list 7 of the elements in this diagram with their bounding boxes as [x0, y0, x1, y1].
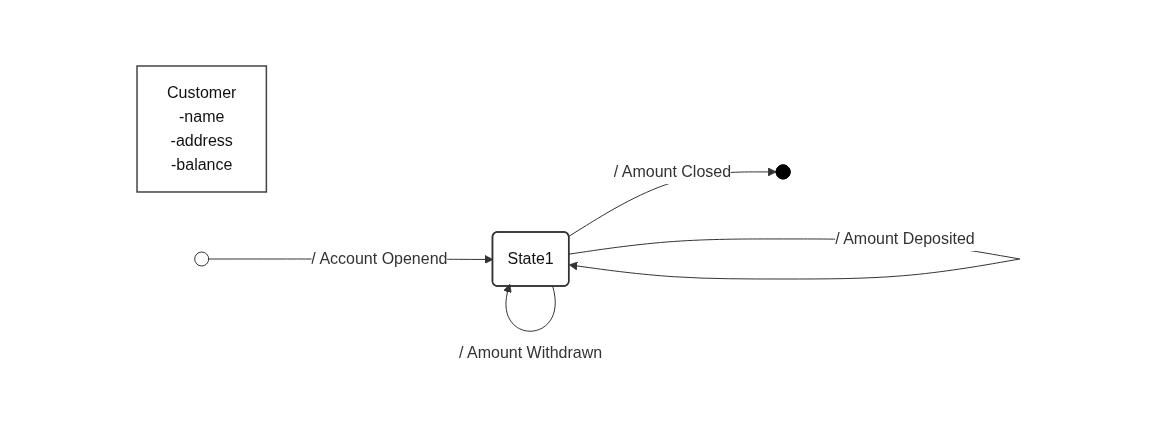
edge-label: / Amount Deposited	[834, 229, 975, 247]
edge-label: / Amount Withdrawn	[458, 343, 602, 361]
node-box: Customer -name -address -balance	[135, 65, 267, 193]
node-circle	[193, 251, 209, 267]
edge-label: / Account Openend	[310, 249, 447, 267]
arrow	[503, 283, 556, 332]
edge-label: / Amount Closed	[613, 162, 731, 180]
